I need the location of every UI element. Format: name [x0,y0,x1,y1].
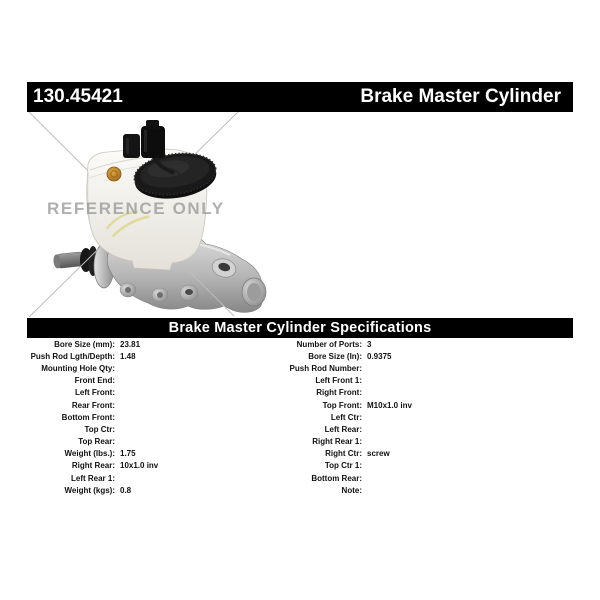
spec-row: Bore Size (In): 0.9375 [250,350,412,362]
spec-value: 10x1.0 inv [120,461,159,471]
spec-row: Left Rear: [250,423,412,435]
spec-label: Left Front: [75,388,115,398]
spec-label: Left Front 1: [315,376,362,386]
orange-seal [106,166,122,182]
spec-label: Bore Size (In): [308,351,362,361]
spec-label: Top Ctr: [84,424,115,434]
spec-row: Left Front: [27,387,158,399]
spec-row: Weight (lbs.): 1.75 [27,448,158,460]
part-number: 130.45421 [33,86,123,107]
spec-value: screw [367,449,390,459]
spec-value: 23.81 [120,339,141,349]
spec-value: 0.9375 [367,351,392,361]
spec-label: Left Rear 1: [70,473,115,483]
spec-label: Right Front: [316,388,362,398]
spec-row: Front End: [27,375,158,387]
spec-label: Bottom Rear: [311,473,362,483]
spec-value: 1.48 [120,351,136,361]
header-bar: 130.45421 Brake Master Cylinder [27,82,573,112]
spec-label: Weight (kgs): [64,485,115,495]
product-title: Brake Master Cylinder [360,86,561,107]
spec-value: 3 [367,339,372,349]
spec-label: Top Front: [322,400,362,410]
spec-row: Right Rear 1: [250,436,412,448]
spec-label: Weight (lbs.): [64,449,115,459]
spec-row: Weight (kgs): 0.8 [27,484,158,496]
spec-label: Right Rear 1: [312,437,362,447]
spec-label: Bore Size (mm): [54,339,115,349]
spec-label: Rear Front: [71,400,115,410]
spec-row: Top Rear: [27,436,158,448]
spec-label: Push Rod Lgth/Depth: [30,351,115,361]
spec-row: Bore Size (mm): 23.81 [27,338,158,350]
spec-row: Bottom Front: [27,411,158,423]
spec-label: Push Rod Number: [289,363,362,373]
spec-value: 0.8 [120,485,132,495]
spec-label: Right Ctr: [325,449,362,459]
spec-row: Left Rear 1: [27,472,158,484]
spec-row: Right Front: [250,387,412,399]
spec-row: Number of Ports: 3 [250,338,412,350]
specs-title: Brake Master Cylinder Specifications [168,320,432,336]
spec-row: Right Rear: 10x1.0 inv [27,460,158,472]
yellow-stamp-mark [105,210,150,238]
spec-label: Bottom Front: [61,412,115,422]
spec-row: Left Front 1: [250,375,412,387]
spec-row: Top Front: M10x1.0 inv [250,399,412,411]
product-photo [28,112,310,318]
spec-value: M10x1.0 inv [367,400,412,410]
spec-label: Note: [341,485,362,495]
spec-label: Number of Ports: [296,339,362,349]
spec-label: Top Ctr 1: [324,461,362,471]
spec-label: Left Rear: [324,424,362,434]
spec-row: Rear Front: [27,399,158,411]
spec-label: Right Rear: [71,461,115,471]
spec-row: Push Rod Lgth/Depth: 1.48 [27,350,158,362]
spec-label: Mounting Hole Qty: [41,363,115,373]
spec-row: Bottom Rear: [250,472,412,484]
spec-row: Top Ctr: [27,423,158,435]
spec-label: Left Ctr: [330,412,362,422]
spec-row: Right Ctr: screw [250,448,412,460]
brake-master-cylinder-illustration [28,112,267,318]
spec-row: Note: [250,484,412,496]
outlet-port [211,258,237,278]
specs-title-bar: Brake Master Cylinder Specifications [27,318,573,338]
spec-row: Push Rod Number: [250,362,412,374]
spec-row: Top Ctr 1: [250,460,412,472]
spec-label: Front End: [74,376,115,386]
sensor-connector [123,120,181,175]
spec-label: Top Rear: [78,437,115,447]
spec-value: 1.75 [120,449,136,459]
spec-row: Mounting Hole Qty: [27,362,158,374]
spec-row: Left Ctr: [250,411,412,423]
reference-only-watermark: REFERENCE ONLY [47,199,225,218]
